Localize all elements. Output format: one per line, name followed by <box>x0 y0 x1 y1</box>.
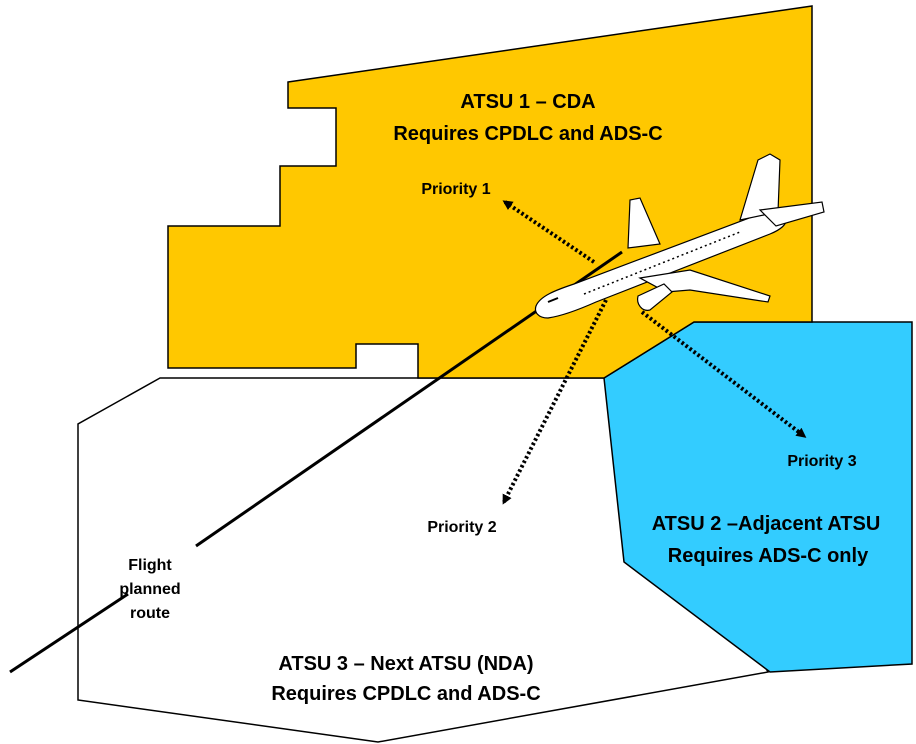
flight-route-line-tail <box>9 592 129 674</box>
route-label-line3: route <box>130 605 170 622</box>
atsu2-requirement: Requires ADS-C only <box>668 545 869 567</box>
priority-3-label: Priority 3 <box>787 453 856 470</box>
atsu2-title: ATSU 2 –Adjacent ATSU <box>652 513 881 535</box>
atsu3-requirement: Requires CPDLC and ADS-C <box>271 683 540 705</box>
atsu1-region <box>167 5 813 379</box>
priority-1-label: Priority 1 <box>421 181 490 198</box>
airliner-icon <box>534 153 825 319</box>
route-label-line2: planned <box>119 581 180 598</box>
priority-2-label: Priority 2 <box>427 519 496 536</box>
priority-3-arrow <box>640 310 807 438</box>
atsu1-title: ATSU 1 – CDA <box>460 91 595 113</box>
route-label-line1: Flight <box>128 557 172 574</box>
atsu1-requirement: Requires CPDLC and ADS-C <box>393 123 662 145</box>
atsu3-title: ATSU 3 – Next ATSU (NDA) <box>278 653 533 675</box>
